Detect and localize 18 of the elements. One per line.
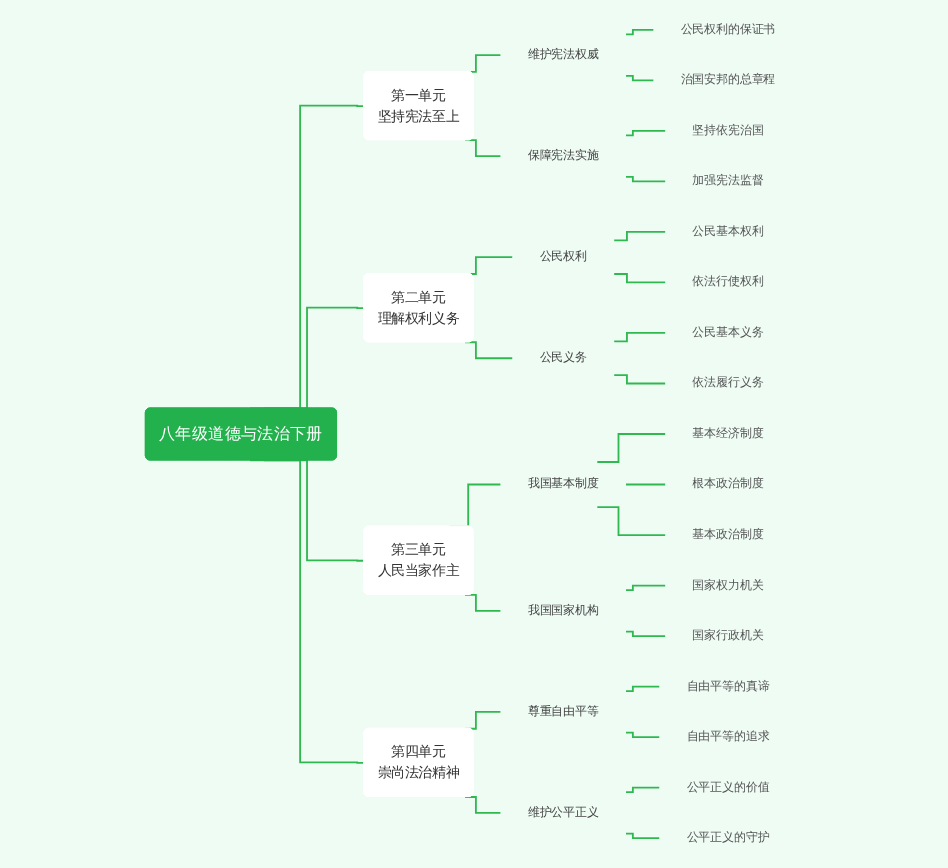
connector: [625, 832, 661, 840]
connector: [464, 341, 514, 360]
connector: [625, 28, 655, 36]
connector: [625, 786, 661, 794]
connector: [613, 231, 667, 242]
connector: [625, 129, 667, 137]
connector: [625, 483, 667, 486]
connector: [613, 273, 667, 284]
connector: [625, 630, 667, 637]
connector: [625, 175, 667, 183]
connector: [625, 731, 661, 739]
connector: [613, 374, 667, 385]
connector: [625, 584, 667, 591]
connector: [596, 506, 667, 536]
connector: [625, 74, 655, 82]
connector: [596, 433, 667, 463]
connector: [625, 685, 661, 693]
connector: [613, 332, 667, 343]
